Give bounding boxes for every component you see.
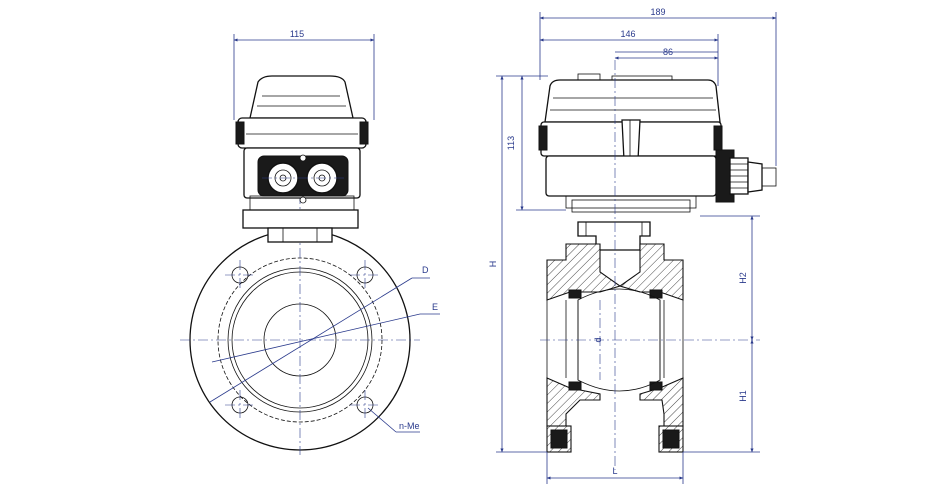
- label-e: E: [432, 302, 438, 312]
- actuator-cap: [249, 75, 354, 119]
- dim-h1: H1: [738, 390, 748, 402]
- front-view: 115 D E n-Me: [180, 29, 440, 455]
- dim-115: 115: [290, 29, 304, 39]
- dim-146: 146: [620, 29, 635, 39]
- valve-body-top-right: [618, 243, 684, 301]
- seat-left: [568, 289, 582, 299]
- actuator-band: [237, 117, 367, 149]
- side-actuator-base: [545, 155, 717, 197]
- dim-l: L: [612, 466, 617, 476]
- dim-113: 113: [506, 136, 516, 150]
- stem-neck: [267, 227, 333, 243]
- side-cable-gland: [715, 149, 777, 203]
- label-d: D: [422, 265, 429, 275]
- cable-glands: [257, 154, 349, 204]
- valve-body-top-left: [546, 243, 622, 301]
- mounting-bracket: [242, 209, 359, 229]
- dim-189: 189: [650, 7, 665, 17]
- label-bore: d: [593, 337, 603, 342]
- seat-right: [649, 289, 663, 299]
- label-bolt-holes: n-Me: [399, 421, 420, 431]
- dim-86: 86: [663, 47, 673, 57]
- side-actuator-cap: [544, 79, 721, 123]
- dim-h: H: [488, 261, 498, 268]
- side-latch: [621, 119, 641, 161]
- side-view: d 189 146 86 113 H H2 H1: [488, 7, 777, 484]
- dim-h2: H2: [738, 272, 748, 284]
